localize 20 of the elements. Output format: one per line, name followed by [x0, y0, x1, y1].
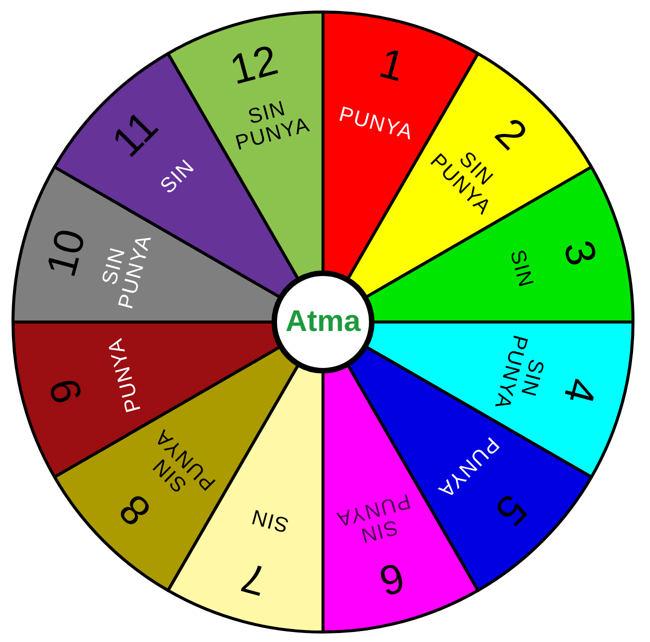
sector-number: 2 [488, 110, 534, 158]
sector-number: 3 [556, 236, 604, 270]
sector-number: 6 [375, 556, 409, 602]
sector-number: 1 [375, 42, 409, 88]
sector-label: PUNYA [102, 334, 146, 417]
sector-label: SIN [504, 246, 539, 292]
hub-label: Atma [285, 307, 360, 337]
sector-number: 10 [40, 225, 92, 282]
sector-label: SIN [247, 503, 292, 539]
sector-number: 12 [226, 38, 282, 92]
sector-label: SIN PUNYA [232, 96, 314, 158]
sector-label: PUNYA [336, 102, 417, 146]
sector-number: 7 [237, 556, 271, 602]
sector-label: SIN PUNYA [96, 231, 158, 314]
sector-number: 5 [488, 486, 534, 534]
sector-number: 8 [112, 486, 158, 534]
sector-number: 9 [42, 374, 90, 408]
sector-label: SIN PUNYA [332, 488, 414, 550]
sector-number: 4 [556, 374, 604, 408]
sector-label: SIN PUNYA [488, 332, 550, 414]
